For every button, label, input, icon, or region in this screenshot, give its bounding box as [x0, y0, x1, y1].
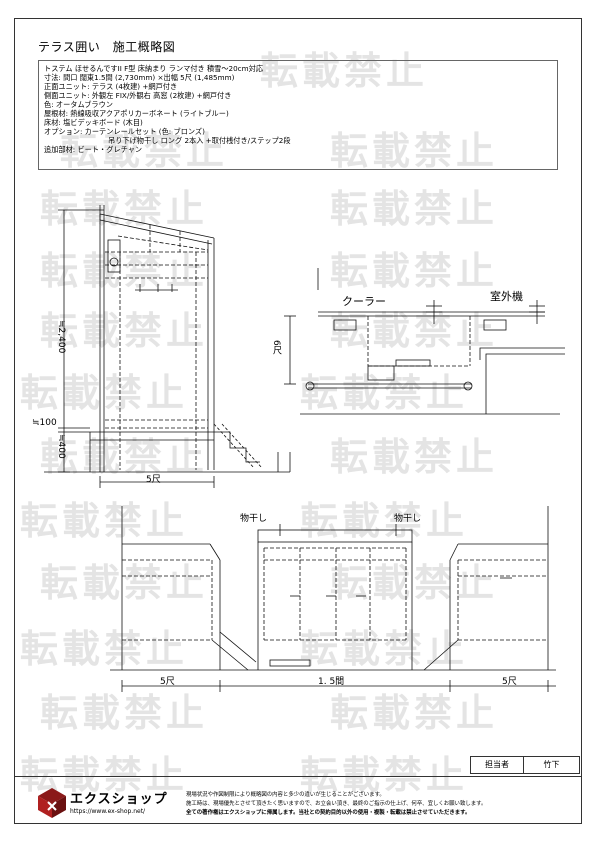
staff-name: 竹下	[543, 760, 560, 769]
plan-depth-label: 6尺	[271, 340, 281, 355]
spec-line: 追加部材: ビート・グレチャン	[44, 145, 143, 154]
right-width-label: 5尺	[502, 677, 517, 687]
floor-height-label: ≒400	[56, 434, 66, 459]
outdoor-unit-label: 室外機	[490, 290, 523, 303]
spec-line: オプション: カーテンレールセット (色: ブロンズ)	[44, 127, 205, 136]
spec-line: トステム ほせるんですII F型 床納まり ランマ付き 積雪～20cm対応	[44, 64, 264, 73]
page-title: テラス囲い 施工概略図	[38, 40, 176, 54]
spec-line: 吊り下げ物干し ロング 2本入 +取付桟付き/ステップ2段	[108, 136, 291, 145]
center-width-label: 1. 5間	[318, 677, 345, 687]
side-width-label: 5尺	[146, 475, 161, 485]
plan-view-drawing	[284, 268, 565, 415]
spec-line: 寸法: 間口 闊東1.5間 (2,730mm) ×出幅 5尺 (1,485mm)	[44, 73, 235, 82]
spec-box	[38, 60, 558, 170]
brand-url: https://www.ex-shop.net/	[70, 808, 146, 815]
spec-line: 側面ユニット: 外観左 FIX/外観右 高窓 (2枚建) +網戸付き	[44, 91, 232, 100]
gap-dimension-label: ≒100	[32, 418, 57, 428]
brand-name: エクスショップ	[70, 792, 168, 807]
notice-line: 現場状況や作図制限により概略図の内容と多少の違いが生じることがございます。	[186, 792, 385, 798]
brand-logo-icon	[38, 788, 66, 818]
spec-line: 屋根材: 熱線吸収アクアポリカーボネート (ライトブルー)	[44, 109, 229, 118]
laundry-label-right: 物干し	[394, 514, 422, 524]
spec-line: 色: オータムブラウン	[44, 100, 113, 109]
laundry-label-left: 物干し	[240, 514, 268, 524]
left-width-label: 5尺	[160, 677, 175, 687]
height-dimension-label: ≒2,400	[56, 320, 66, 354]
side-view-drawing	[44, 205, 291, 488]
staff-box: 担当者 竹下	[470, 756, 580, 774]
front-view-drawing	[110, 506, 556, 692]
spec-line: 床材: 塩ビデッキボード (木目)	[44, 118, 143, 127]
footer-divider	[14, 776, 582, 777]
cooler-label: クーラー	[342, 295, 386, 308]
spec-line: 正面ユニット: テラス (4枚建) +網戸付き	[44, 82, 178, 91]
notice-line: 全ての著作権はエクスショップに帰属します。当社との契約目的以外の使用・複製・転載…	[186, 810, 471, 816]
notice-line: 施工時は、現場優先とさせて頂きたく思いますので、お立会い頂き、最終のご指示の仕上…	[186, 801, 487, 807]
drawing-sheet-border	[14, 18, 582, 824]
staff-label: 担当者	[471, 757, 524, 773]
